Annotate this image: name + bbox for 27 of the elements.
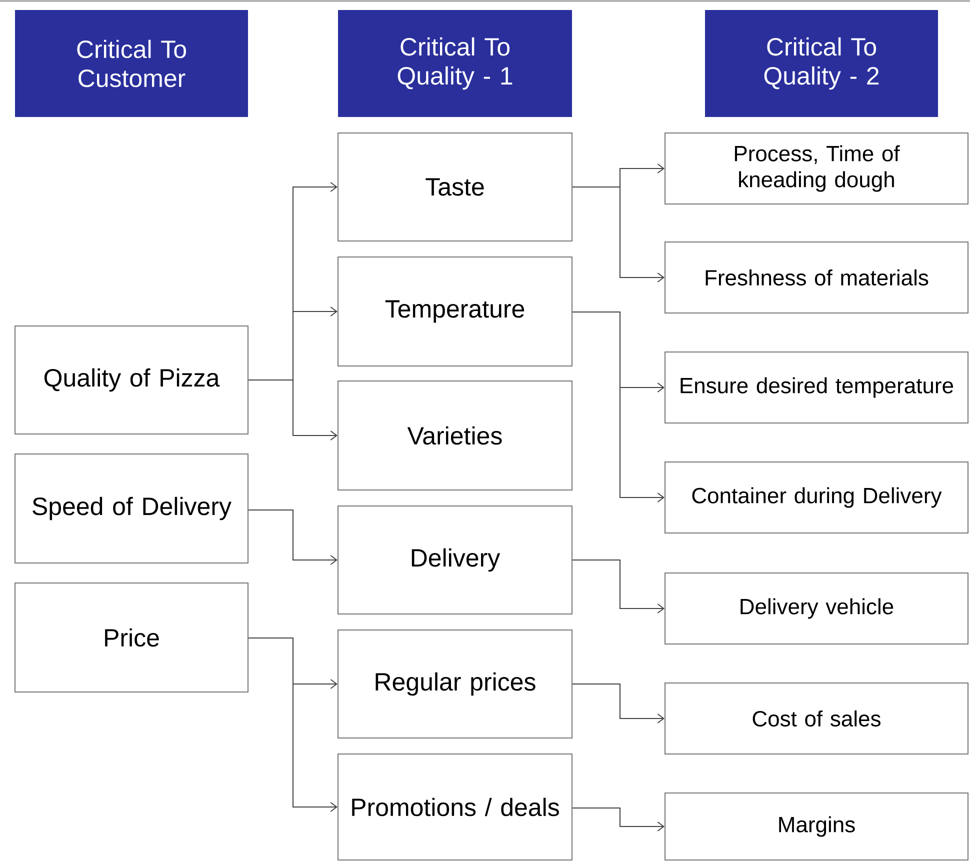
process-box: Freshness of materials xyxy=(664,242,968,314)
arrow xyxy=(572,560,664,614)
process-box: Price xyxy=(14,582,248,692)
process-box: Cost of sales xyxy=(664,682,968,754)
process-box: Taste xyxy=(338,132,572,242)
process-box: Quality of Pizza xyxy=(14,326,248,434)
arrow xyxy=(572,312,664,502)
column-header: Critical To Customer xyxy=(15,10,248,117)
process-box: Ensure desired temperature xyxy=(664,352,968,424)
process-box: Delivery xyxy=(338,506,572,614)
process-box: Delivery vehicle xyxy=(664,572,968,644)
arrow xyxy=(248,380,338,440)
arrow xyxy=(572,808,664,832)
process-box: Varieties xyxy=(338,380,572,490)
arrow xyxy=(248,510,338,565)
process-box: Process, Time of kneading dough xyxy=(664,132,968,204)
column-header: Critical To Quality - 2 xyxy=(705,10,938,117)
arrow xyxy=(572,684,664,724)
process-box: Promotions / deals xyxy=(338,754,572,860)
arrow xyxy=(248,638,338,812)
process-box: Margins xyxy=(664,792,968,860)
process-box: Regular prices xyxy=(338,630,572,738)
process-box: Temperature xyxy=(338,256,572,366)
column-header: Critical To Quality - 1 xyxy=(338,10,572,117)
arrow xyxy=(572,186,664,282)
process-box: Container during Delivery xyxy=(664,462,968,534)
process-box: Speed of Delivery xyxy=(14,454,248,564)
